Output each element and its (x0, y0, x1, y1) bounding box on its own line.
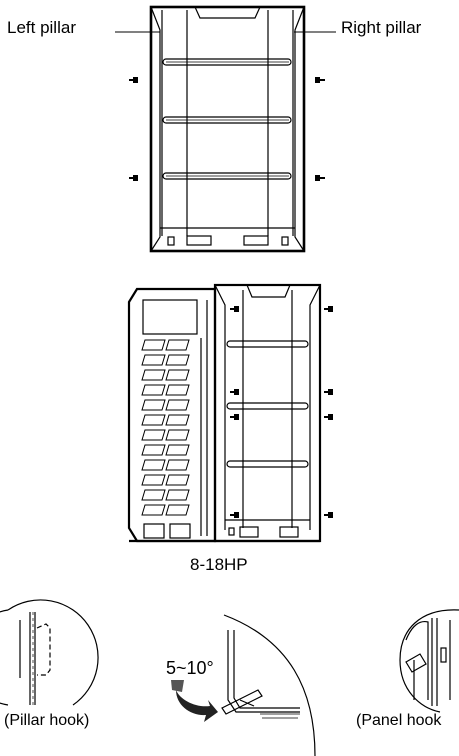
angle-label: 5~10° (166, 658, 214, 678)
right-pillar-label: Right pillar (341, 18, 422, 37)
left-pillar-label: Left pillar (7, 18, 76, 37)
panel-hook-label: (Panel hook (356, 712, 442, 729)
frame-panel-figure (127, 283, 333, 543)
shelf (162, 172, 292, 180)
model-label: 8-18HP (190, 555, 248, 574)
pillar-hook-label: (Pillar hook) (4, 712, 90, 729)
tilt-angle-detail (171, 614, 316, 756)
panel-hook-detail (399, 609, 459, 713)
pillar-hook-detail (0, 599, 99, 706)
rotation-arrow (176, 690, 218, 722)
left-pillar (150, 6, 161, 252)
shelf (162, 116, 292, 124)
panel-vents (141, 339, 190, 516)
shelf (162, 58, 292, 66)
frame-top-figure (129, 5, 325, 253)
right-pillar (294, 6, 305, 252)
